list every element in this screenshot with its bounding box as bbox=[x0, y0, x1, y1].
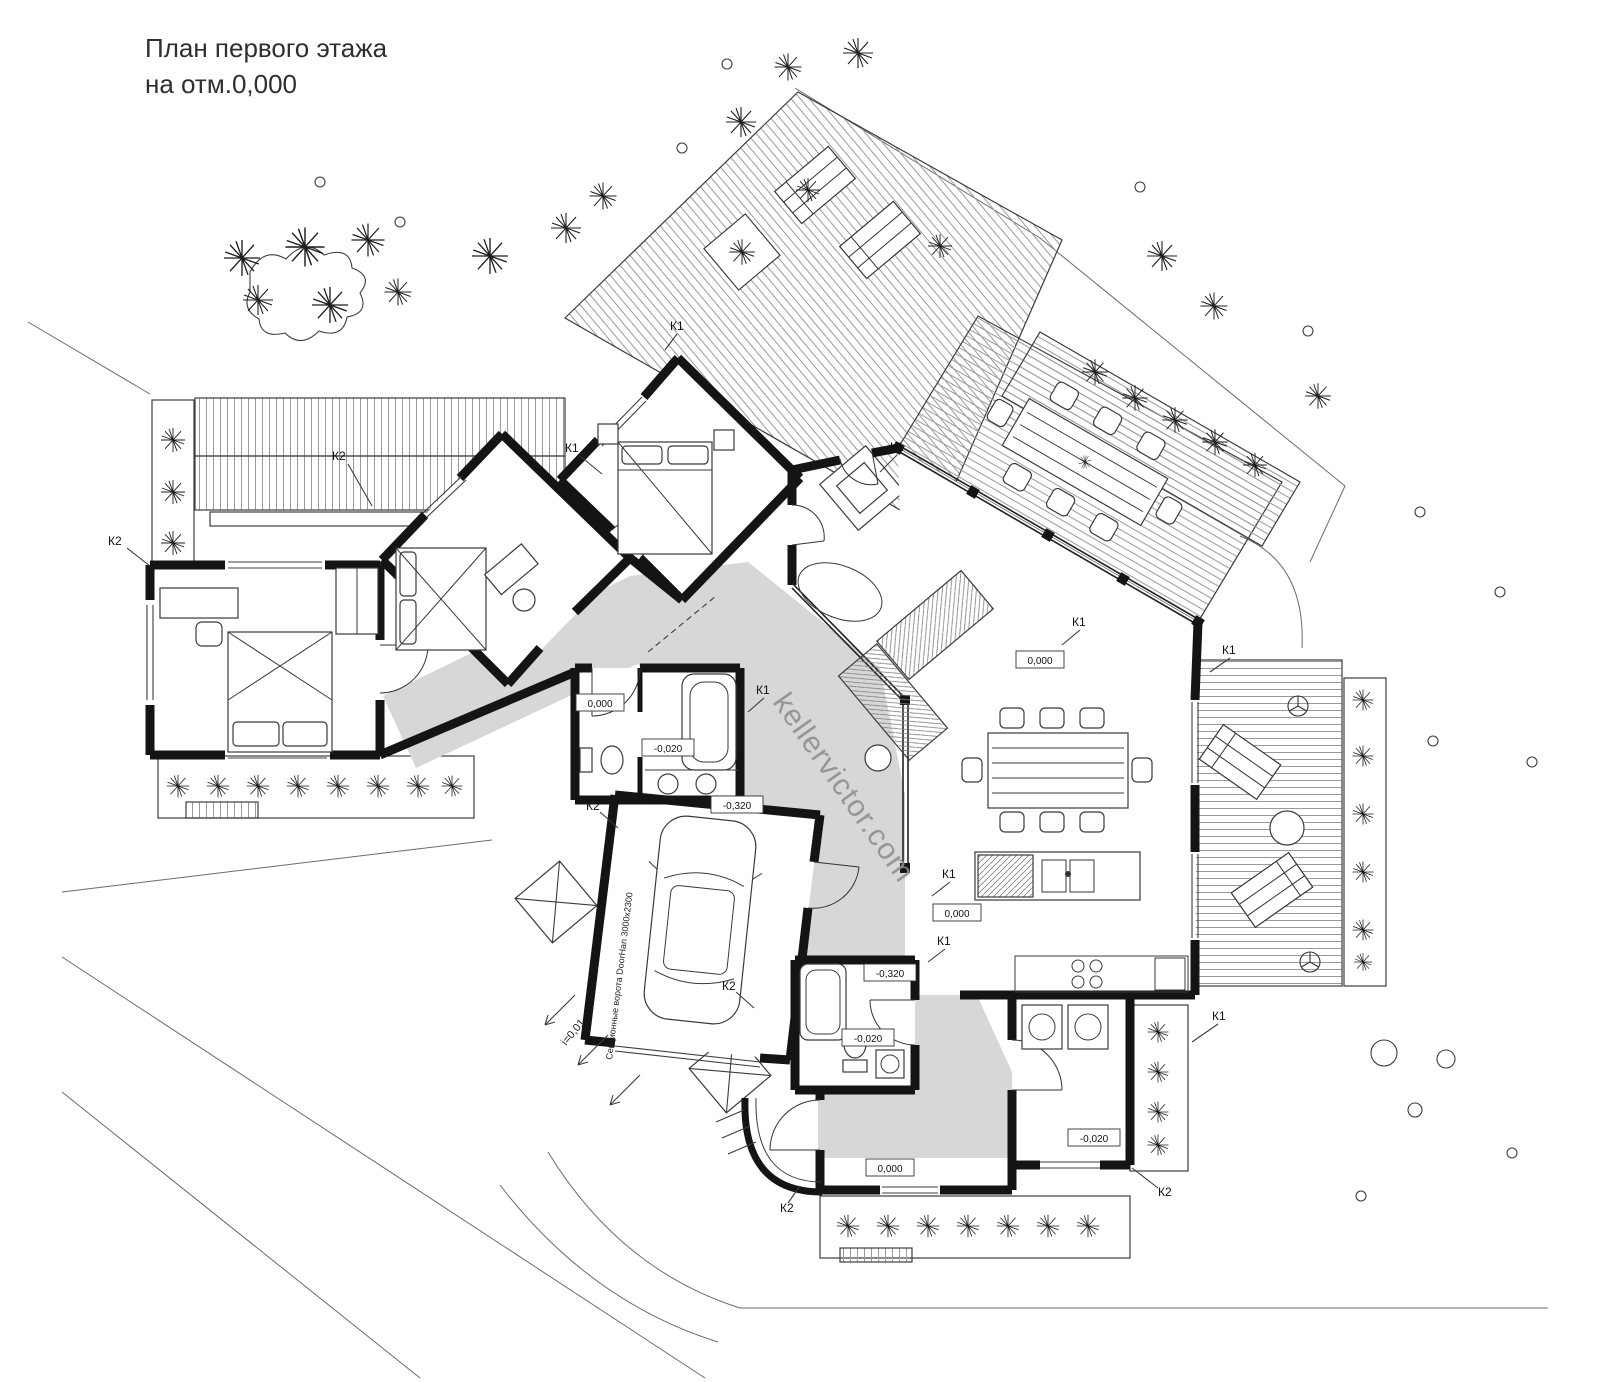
axis-marker: К2 bbox=[1158, 1185, 1172, 1199]
axis-marker: К1 bbox=[937, 934, 951, 948]
axis-marker: К1 bbox=[565, 441, 579, 455]
axis-marker: К1 bbox=[756, 683, 770, 697]
bedroom1-furniture bbox=[159, 567, 379, 753]
svg-text:-0,020: -0,020 bbox=[654, 744, 683, 755]
svg-text:0,000: 0,000 bbox=[587, 699, 612, 710]
elevation-label: 0,000 bbox=[865, 1158, 915, 1177]
kitchen-island bbox=[974, 851, 1141, 901]
svg-text:-0,020: -0,020 bbox=[854, 1034, 883, 1045]
walls bbox=[145, 354, 1203, 1195]
kitchen-counter bbox=[1014, 955, 1189, 993]
elevation-label: -0,320 bbox=[710, 795, 764, 814]
marker-leaders bbox=[126, 333, 1231, 1204]
elevation-label: 0,000 bbox=[932, 903, 982, 922]
furniture bbox=[159, 423, 1189, 1196]
axis-marker: К2 bbox=[332, 449, 346, 463]
bedroom3-furniture bbox=[597, 423, 735, 555]
axis-marker: К1 bbox=[942, 867, 956, 881]
dining-table bbox=[961, 707, 1153, 833]
elevation-label: 0,000 bbox=[1015, 650, 1065, 669]
svg-text:-0,020: -0,020 bbox=[1080, 1134, 1109, 1145]
axis-marker: К1 bbox=[1212, 1009, 1226, 1023]
living-sofas bbox=[797, 562, 995, 772]
bathroom-fixtures bbox=[579, 673, 738, 795]
deck-loungers-north bbox=[703, 145, 921, 532]
svg-text:-0,320: -0,320 bbox=[876, 969, 905, 980]
elevation-label: 0,000 bbox=[575, 693, 625, 712]
glazing bbox=[146, 396, 1205, 1194]
axis-marker: К1 bbox=[670, 319, 684, 333]
garage-car bbox=[643, 815, 763, 1025]
axis-marker: К1 bbox=[1072, 615, 1086, 629]
landscape bbox=[160, 37, 1538, 1238]
elevation-label: -0,020 bbox=[641, 738, 695, 757]
svg-text:0,000: 0,000 bbox=[877, 1164, 902, 1175]
svg-text:-0,320: -0,320 bbox=[723, 801, 752, 812]
utility-appliances bbox=[1021, 1004, 1109, 1050]
site-dots bbox=[314, 58, 1538, 1202]
axis-marker: К2 bbox=[780, 1201, 794, 1215]
terrace-dining-set bbox=[986, 381, 1183, 542]
axis-marker: К2 bbox=[108, 534, 122, 548]
site-boundary-lines bbox=[27, 87, 1548, 1379]
elevation-label: -0,320 bbox=[863, 963, 917, 982]
elevation-label: -0,020 bbox=[841, 1028, 895, 1047]
axis-marker: К1 bbox=[1222, 643, 1236, 657]
drawing-title: План первого этажа на отм.0,000 bbox=[145, 30, 387, 103]
axis-marker: К1 bbox=[890, 440, 904, 454]
elevation-label: -0,020 bbox=[1067, 1128, 1121, 1147]
entrance-porch bbox=[715, 1097, 823, 1196]
drawing-title-line2: на отм.0,000 bbox=[145, 69, 298, 100]
planter-east-strip bbox=[1343, 677, 1387, 987]
svg-text:0,000: 0,000 bbox=[1027, 656, 1052, 667]
axis-marker: К2 bbox=[722, 979, 736, 993]
driveway bbox=[544, 994, 641, 1106]
svg-text:0,000: 0,000 bbox=[944, 909, 969, 920]
tree-cluster-outline bbox=[246, 246, 366, 342]
deck-east bbox=[1191, 659, 1343, 987]
bedroom2-furniture bbox=[395, 543, 539, 651]
decks-and-terraces bbox=[151, 91, 1387, 1263]
axis-marker: К2 bbox=[586, 799, 600, 813]
deck-east-furniture bbox=[1198, 695, 1321, 973]
drawing-title-line1: План первого этажа bbox=[145, 33, 388, 63]
